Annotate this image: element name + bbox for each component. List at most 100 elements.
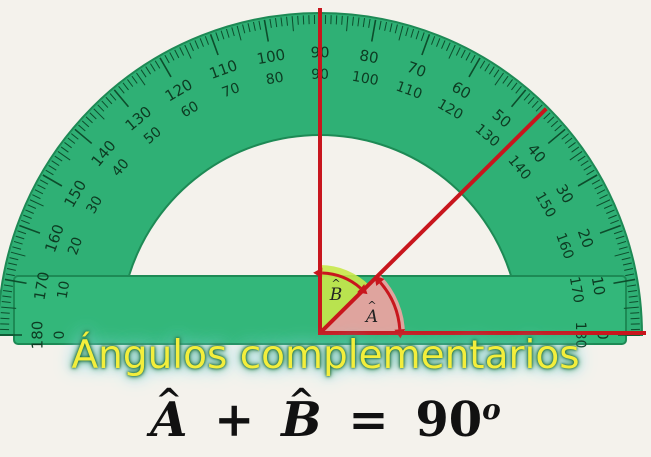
angle-a-letter: A [364, 307, 378, 327]
tick-mark [405, 27, 409, 37]
tick-mark [591, 179, 601, 185]
tick-mark [19, 224, 41, 234]
tick-mark [493, 69, 500, 78]
tick-mark [122, 82, 129, 91]
inner-scale-label: 70 [220, 80, 242, 101]
outer-scale-label: 100 [255, 45, 286, 68]
tick-mark [57, 151, 71, 161]
arrowhead [374, 275, 385, 287]
formula-angle-a: ^ A [150, 384, 188, 448]
tick-mark [64, 142, 72, 149]
inner-scale-label: 100 [351, 69, 380, 89]
angle-b-hat: ^ [331, 277, 340, 290]
tick-mark [258, 20, 262, 30]
tick-mark [242, 24, 246, 34]
tick-mark [2, 295, 12, 298]
tick-mark [394, 24, 398, 34]
inner-scale-label: 30 [83, 193, 106, 216]
tick-mark [247, 23, 251, 33]
tick-mark [627, 284, 637, 287]
tick-mark [628, 295, 638, 298]
tick-mark [599, 194, 608, 200]
tick-mark [269, 18, 272, 28]
tick-mark [515, 85, 522, 94]
tick-mark [357, 17, 360, 27]
tick-mark [189, 42, 194, 52]
formula-letter-b: B [281, 392, 322, 448]
diagonal-ray [318, 107, 548, 335]
tick-mark [398, 25, 404, 41]
tick-mark [179, 47, 185, 56]
tick-mark [78, 124, 86, 132]
tick-mark [225, 28, 230, 38]
tick-mark [263, 19, 270, 42]
tick-mark [150, 63, 156, 72]
tick-mark [455, 47, 461, 56]
tick-mark [368, 18, 371, 28]
tick-mark [527, 96, 535, 105]
tick-mark [547, 128, 566, 145]
tick-mark [60, 146, 69, 153]
tick-mark [622, 262, 632, 266]
tick-mark [629, 301, 639, 303]
tick-mark [370, 19, 377, 42]
tick-mark [209, 34, 219, 56]
tick-mark [617, 240, 627, 245]
arrowhead [394, 329, 406, 339]
tick-mark [97, 104, 105, 112]
tick-mark [614, 251, 630, 257]
tick-mark [564, 137, 573, 144]
tick-mark [488, 66, 495, 75]
tick-mark [586, 169, 595, 176]
tick-mark [448, 44, 456, 59]
tick-mark [346, 16, 349, 32]
tick-mark [613, 278, 636, 285]
formula: ^ A + ^ B = 90o [0, 384, 651, 448]
tick-mark [199, 38, 204, 47]
inner-scale-label: 0 [52, 331, 68, 340]
tick-mark [231, 27, 235, 37]
tick-mark [603, 204, 613, 209]
outer-scale-label: 10 [588, 275, 609, 297]
tick-mark [220, 30, 225, 40]
tick-mark [630, 312, 640, 314]
tick-mark [511, 82, 518, 91]
tick-mark [54, 155, 63, 162]
tick-mark [583, 165, 592, 171]
tick-mark [37, 184, 46, 190]
tick-mark [596, 189, 606, 195]
tick-mark [118, 85, 125, 94]
outer-scale-label: 80 [358, 46, 380, 67]
tick-mark [13, 240, 23, 245]
tick-mark [502, 75, 509, 84]
tick-mark [468, 57, 481, 78]
tick-mark [547, 116, 555, 124]
tick-mark [45, 169, 54, 176]
tick-mark [460, 49, 466, 59]
title: Ángulos complementarios [71, 333, 580, 378]
inner-scale-label: 10 [55, 280, 74, 300]
tick-mark [420, 32, 425, 42]
tick-mark [571, 146, 580, 153]
tick-mark [169, 52, 175, 61]
tick-mark [621, 257, 631, 261]
tick-mark [48, 165, 57, 171]
tick-mark [39, 179, 49, 185]
tick-mark [42, 174, 63, 187]
tick-mark [531, 100, 539, 108]
tick-mark [430, 36, 436, 45]
tick-mark [21, 219, 30, 225]
tick-mark [410, 28, 415, 38]
tick-mark [623, 306, 639, 309]
tick-mark [101, 100, 109, 108]
tick-mark [85, 116, 93, 124]
tick-mark [577, 174, 598, 187]
tick-mark [550, 120, 559, 128]
tick-mark [204, 36, 210, 45]
tick-mark [297, 15, 299, 25]
angle-a-region [320, 274, 405, 335]
inner-scale-label: 80 [265, 70, 285, 89]
formula-letter-a: A [150, 392, 188, 448]
